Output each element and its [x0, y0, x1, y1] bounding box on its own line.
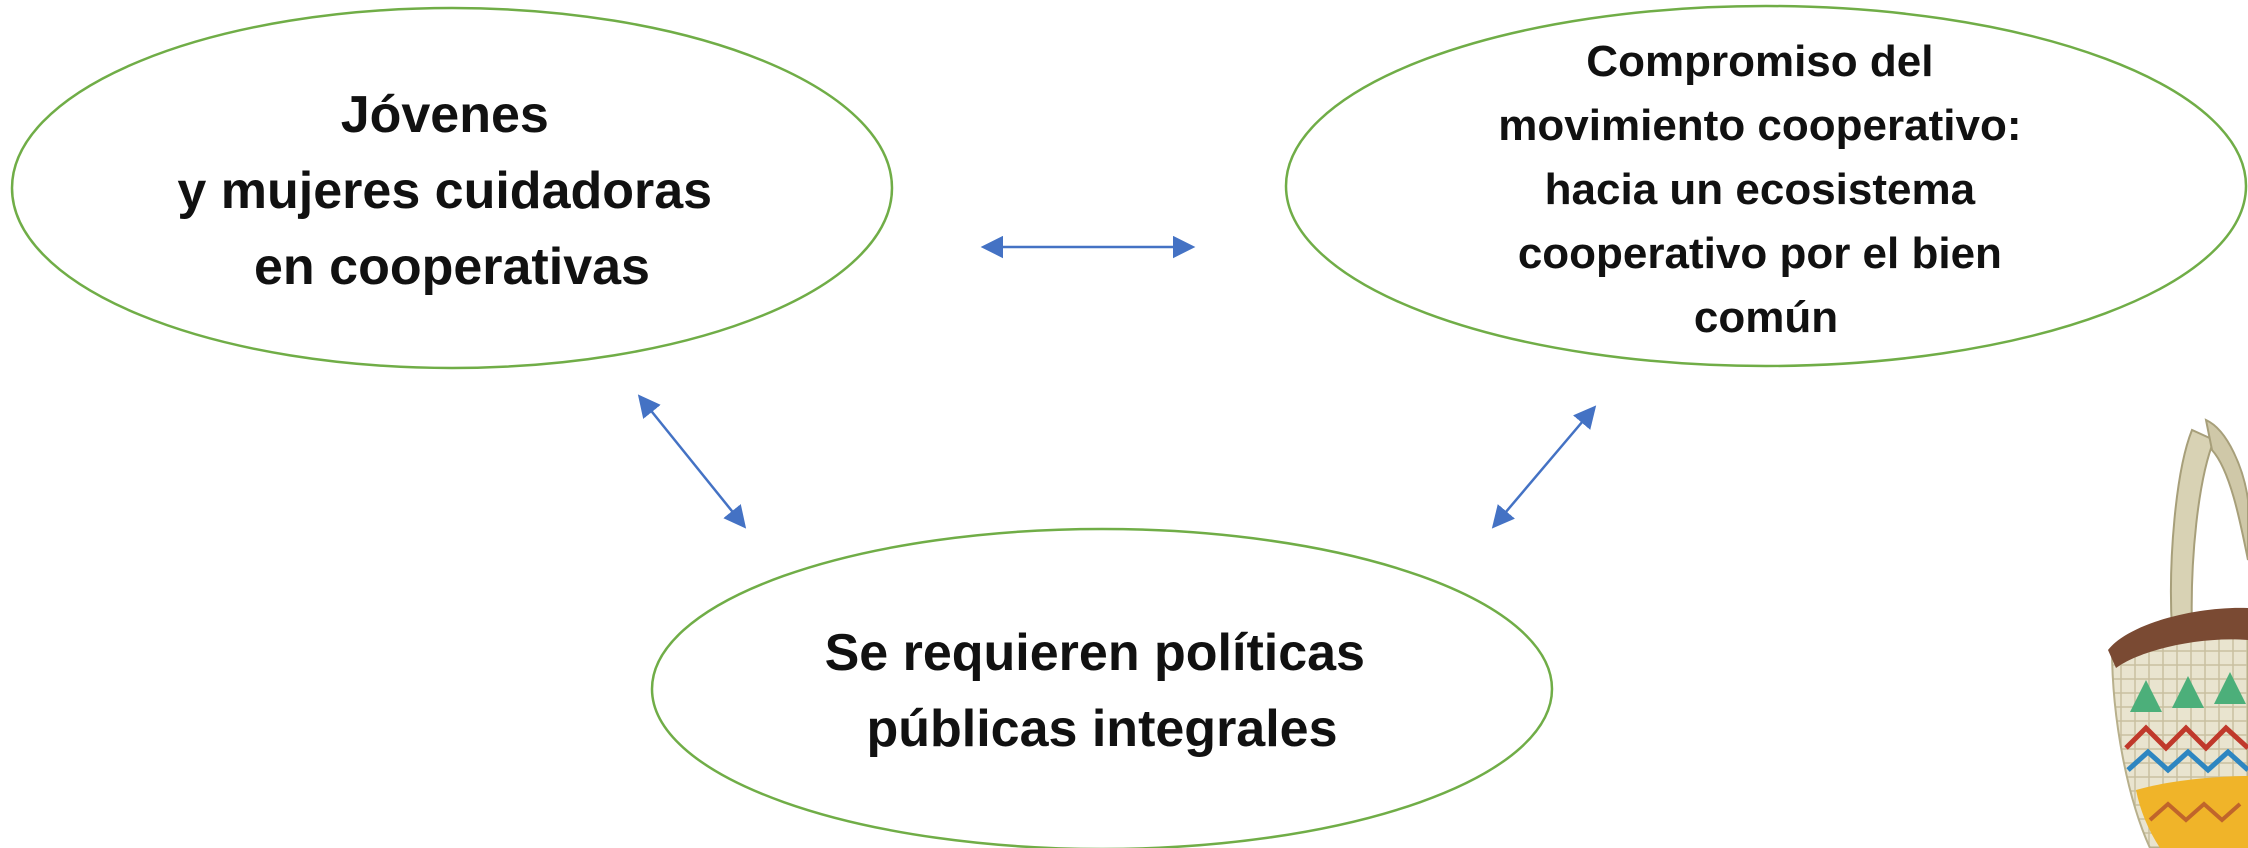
node-youth-line: en cooperativas [254, 238, 650, 296]
node-commitment-line: hacia un ecosistema [1545, 165, 1976, 214]
ellipse-policy [650, 527, 1554, 848]
node-commitment-line: movimiento cooperativo: [1498, 101, 2021, 150]
node-commitment-line: común [1694, 293, 1838, 342]
node-policy-line: públicas integrales [866, 700, 1337, 758]
ellipse-youth [10, 6, 894, 370]
node-youth-line: y mujeres cuidadoras [177, 162, 712, 220]
arrow-youth-policy [637, 394, 747, 529]
node-commitment-label: Compromiso del movimiento cooperativo: h… [1498, 37, 2033, 342]
node-youth-line: Jóvenes [341, 86, 549, 144]
woven-bag-icon [2108, 418, 2248, 848]
node-policy-line: Se requieren políticas [825, 624, 1365, 682]
arrow-commitment-policy [1491, 405, 1597, 529]
node-commitment-line: cooperativo por el bien [1518, 229, 2002, 278]
node-commitment-line: Compromiso del [1586, 37, 1933, 86]
ellipse-commitment [1284, 4, 2248, 368]
node-youth-label: Jóvenes y mujeres cuidadoras en cooperat… [177, 86, 726, 296]
node-policy-label: Se requieren políticas públicas integral… [825, 624, 1380, 758]
